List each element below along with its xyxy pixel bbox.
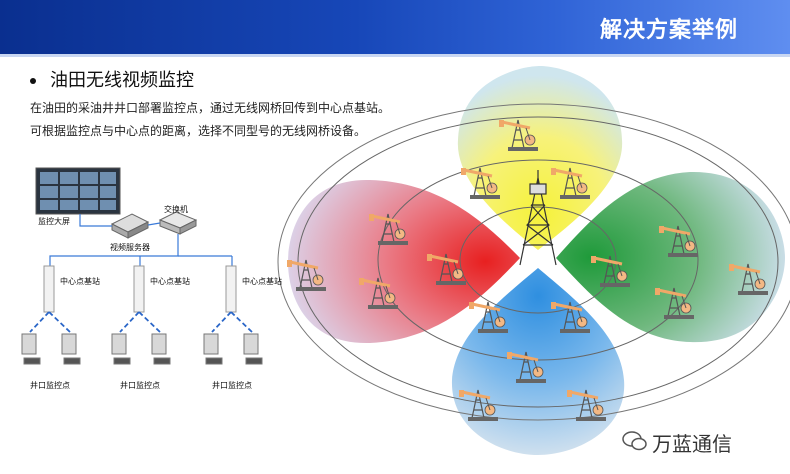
wellhead-cameras [21, 333, 263, 365]
video-wall-label: 监控大屏 [38, 217, 70, 226]
server-label: 视频服务器 [110, 243, 150, 252]
base-station-label-2: 中心点基站 [150, 277, 190, 286]
header-bar: 解决方案举例 [0, 0, 790, 57]
section-bullet: 油田无线视频监控 [30, 66, 194, 92]
base-station-label-1: 中心点基站 [60, 277, 100, 286]
bullet-dot [30, 78, 36, 84]
coverage-west [288, 179, 520, 344]
switch-icon [158, 211, 198, 235]
watermark-text: 万蓝通信 [652, 432, 732, 456]
wechat-icon [622, 431, 647, 451]
description-line-1: 在油田的采油井井口部署监控点，通过无线网桥回传到中心点基站。 [30, 101, 391, 115]
coverage-east [556, 171, 785, 343]
description-line-2: 可根据监控点与中心点的距离，选择不同型号的无线网桥设备。 [30, 124, 367, 138]
bullet-text: 油田无线视频监控 [50, 70, 194, 91]
page-title: 解决方案举例 [599, 18, 738, 43]
topology-links [49, 214, 233, 266]
base-station-label-3: 中心点基站 [242, 277, 282, 286]
wellhead-label-2: 井口监控点 [120, 381, 160, 390]
wireless-links [29, 311, 253, 333]
wellhead-label-1: 井口监控点 [30, 381, 70, 390]
base-station-antennas [43, 265, 237, 313]
wellhead-label-3: 井口监控点 [212, 381, 252, 390]
switch-label: 交换机 [164, 205, 188, 214]
video-wall [35, 167, 121, 215]
server-icon [110, 213, 150, 239]
coverage-north [457, 66, 623, 250]
central-tower [519, 170, 557, 266]
range-rings [277, 103, 790, 421]
